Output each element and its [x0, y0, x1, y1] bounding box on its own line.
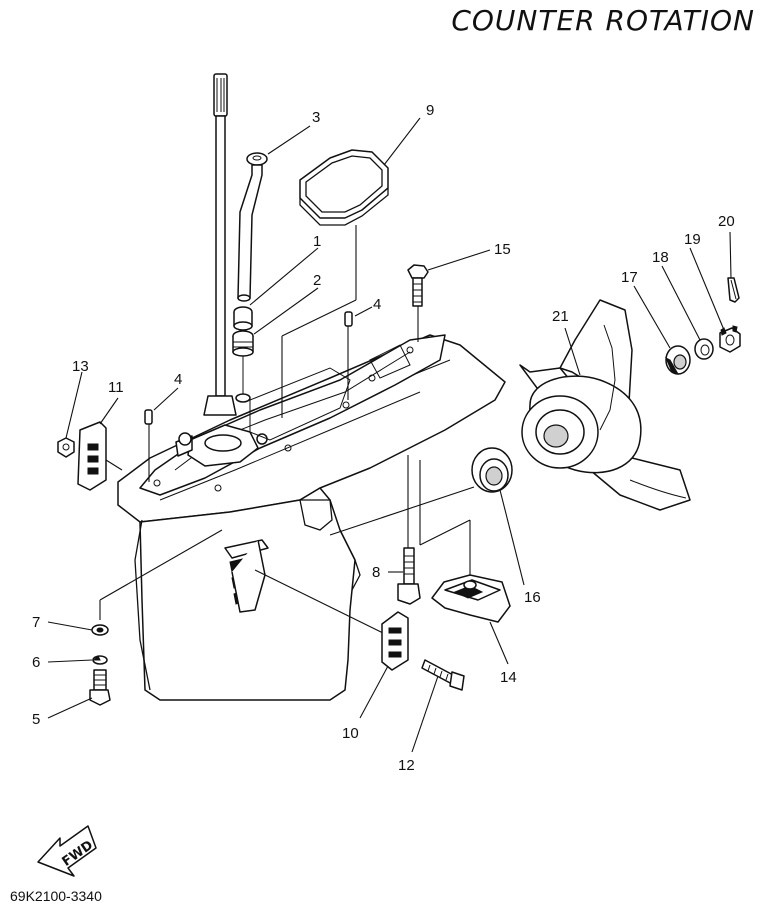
bolt-8 — [397, 455, 421, 605]
callout-4-lower: 4 — [174, 371, 182, 388]
spring-washer-6 — [92, 655, 108, 665]
bolt-12 — [421, 659, 465, 691]
propeller — [519, 299, 691, 511]
callout-6: 6 — [32, 654, 40, 671]
leader-lines — [47, 117, 732, 753]
callout-17: 17 — [621, 269, 638, 286]
grommet-2 — [232, 330, 254, 403]
callout-21: 21 — [552, 308, 569, 325]
callout-19: 19 — [684, 231, 701, 248]
callout-13: 13 — [72, 358, 89, 375]
gasket — [281, 149, 389, 418]
water-tube — [237, 152, 268, 302]
lower-casing — [117, 334, 506, 701]
callout-11: 11 — [108, 379, 124, 396]
callout-2: 2 — [313, 272, 321, 289]
callout-5: 5 — [32, 711, 40, 728]
drive-shaft — [203, 73, 237, 416]
dowel-pin-lower — [144, 409, 153, 482]
callout-7: 7 — [32, 614, 40, 631]
diagram-code: 69K2100-3340 — [10, 888, 102, 904]
spacer-16 — [329, 447, 513, 536]
callout-15: 15 — [494, 241, 511, 258]
trim-tab — [419, 460, 511, 623]
callout-18: 18 — [652, 249, 669, 266]
cotter-pin-20 — [727, 277, 740, 303]
callout-14: 14 — [500, 669, 517, 686]
nut-19 — [719, 325, 741, 353]
grommet-1 — [233, 306, 253, 331]
callout-16: 16 — [524, 589, 541, 606]
callout-8: 8 — [372, 564, 380, 581]
diagram-title: COUNTER ROTATION — [451, 4, 755, 37]
spline-washer-17 — [665, 345, 691, 375]
callout-labels: 3 9 1 2 15 4 4 11 13 21 17 18 19 20 16 1… — [32, 102, 735, 774]
callout-1: 1 — [313, 233, 321, 250]
nut-13 — [57, 437, 75, 458]
callout-20: 20 — [718, 213, 735, 230]
bolt-5 — [89, 669, 111, 706]
fwd-arrow-icon: FWD — [37, 825, 97, 877]
washer-18 — [694, 338, 714, 360]
callout-4-upper: 4 — [373, 296, 381, 313]
callout-10: 10 — [342, 725, 359, 742]
callout-12: 12 — [398, 757, 415, 774]
anode-11 — [77, 421, 123, 491]
anode-10 — [254, 569, 409, 671]
bolt-15 — [407, 264, 429, 342]
callout-9: 9 — [426, 102, 434, 119]
callout-3: 3 — [312, 109, 320, 126]
dowel-pin-upper — [344, 311, 353, 400]
